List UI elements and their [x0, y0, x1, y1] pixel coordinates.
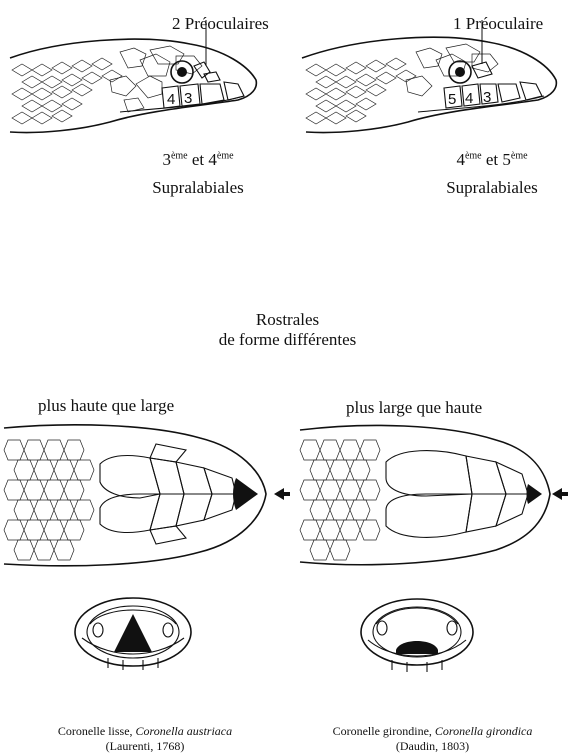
supralabial-ordinals-left: 3ème et 4ème [138, 150, 258, 170]
eye-icon [447, 621, 457, 635]
rostral-scale [527, 484, 543, 504]
snake-head-dorsal-left [0, 418, 290, 578]
ordinal-conj: et [192, 150, 204, 169]
ordinal-first-sup: ème [171, 150, 188, 161]
snake-head-front-left [68, 594, 198, 674]
ordinal-first: 3 [162, 150, 171, 169]
caption-common-name: Coronelle girondine, [333, 724, 432, 738]
eye-icon [163, 623, 173, 637]
ordinal-second-sup: ème [511, 150, 528, 161]
eye-icon [93, 623, 103, 637]
head-shields [386, 451, 528, 538]
rostral-scale [396, 641, 438, 654]
caption-common-name: Coronelle lisse, [58, 724, 133, 738]
scale-pattern [12, 46, 202, 124]
scale-pattern [4, 440, 94, 560]
supralabial-number: 3 [483, 89, 491, 106]
caption-author: (Daudin, 1803) [290, 739, 575, 754]
rostrales-title-line2: de forme différentes [0, 330, 575, 350]
eye-icon [377, 621, 387, 635]
ordinal-first-sup: ème [465, 150, 482, 161]
supralabial-number: 4 [167, 91, 175, 108]
scale-pattern [300, 440, 380, 560]
snake-head-dorsal-right [296, 418, 575, 578]
supralabial-number: 5 [448, 91, 456, 108]
scale-pattern [306, 44, 498, 124]
supralabial-word-right: Supralabiales [432, 178, 552, 198]
caption-right: Coronelle girondine, Coronella girondica… [290, 724, 575, 754]
ordinal-second: 5 [502, 150, 511, 169]
caption-author: (Laurenti, 1768) [0, 739, 290, 754]
head-shields [100, 444, 236, 544]
caption-left: Coronelle lisse, Coronella austriaca (La… [0, 724, 290, 754]
caption-latin-name: Coronella austriaca [136, 724, 233, 738]
rostrales-title-line1: Rostrales [0, 310, 575, 330]
arrow-icon [552, 488, 568, 500]
caption-latin-name: Coronella girondica [435, 724, 532, 738]
arrow-icon [274, 488, 290, 500]
supralabial-number: 3 [184, 90, 192, 107]
supralabial-number: 4 [465, 90, 473, 107]
supralabial-word-left: Supralabiales [138, 178, 258, 198]
heading-left: plus haute que large [38, 396, 174, 416]
ordinal-second: 4 [208, 150, 217, 169]
heading-right: plus large que haute [346, 398, 482, 418]
supralabial-ordinals-right: 4ème et 5ème [432, 150, 552, 170]
ordinal-conj: et [486, 150, 498, 169]
snake-head-front-right [352, 594, 482, 674]
rostral-scale [233, 478, 258, 510]
ordinal-first: 4 [456, 150, 465, 169]
ordinal-second-sup: ème [217, 150, 234, 161]
rostral-scale [114, 614, 152, 652]
